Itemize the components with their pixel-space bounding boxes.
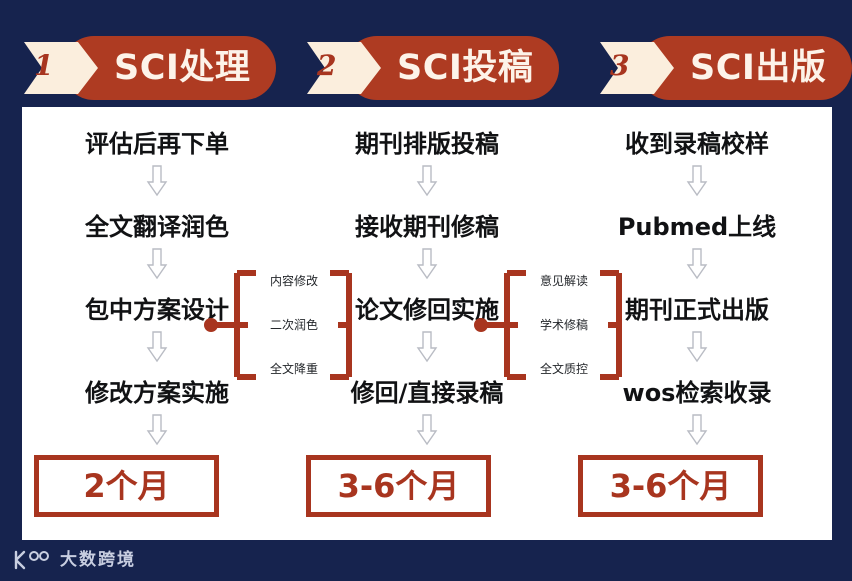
- stage-label-2: SCI投稿: [397, 47, 534, 88]
- flow-step: 修改方案实施: [85, 379, 229, 407]
- flow-arrow-down: [22, 247, 292, 281]
- flow-step: 期刊正式出版: [625, 296, 769, 324]
- duration-box-2: 3-6个月: [306, 455, 491, 517]
- branch-item: 学术修稿: [539, 318, 588, 332]
- flow-arrow-down: [292, 330, 562, 364]
- branch-connector-line: [484, 322, 512, 328]
- flow-step: 全文翻译润色: [85, 213, 229, 241]
- arrow-down-icon: [686, 331, 708, 363]
- arrow-down-icon: [146, 414, 168, 446]
- flow-arrow-down: [22, 164, 292, 198]
- branch-group-2: 意见解读 学术修稿 全文质控: [474, 270, 626, 380]
- arrow-down-icon: [416, 331, 438, 363]
- branch-connector-dot: [204, 318, 218, 332]
- flow-step: 修回/直接录稿: [350, 379, 504, 407]
- stage-pennant-2: 2: [305, 40, 383, 96]
- arrow-down-icon: [146, 165, 168, 197]
- arrow-down-icon: [686, 248, 708, 280]
- pennant-arrow-icon: [307, 42, 381, 94]
- flow-arrow-down: [22, 330, 292, 364]
- arrow-down-icon: [686, 414, 708, 446]
- flow-arrow-down: [292, 247, 562, 281]
- arrow-down-icon: [416, 165, 438, 197]
- stage-pill-2: SCI投稿: [345, 36, 560, 100]
- flow-step: 评估后再下单: [85, 130, 229, 158]
- branch-item: 全文降重: [269, 362, 318, 376]
- branch-item: 内容修改: [269, 274, 318, 288]
- arrow-down-icon: [146, 248, 168, 280]
- branch-connector-dot: [474, 318, 488, 332]
- duration-label: 3-6个月: [609, 467, 732, 505]
- branch-item: 二次润色: [269, 318, 318, 332]
- flow-step: 接收期刊修稿: [355, 213, 499, 241]
- flow-column-3: 收到录稿校样 Pubmed上线 期刊正式出版 wos检索收录: [562, 107, 832, 540]
- flow-card: 评估后再下单 全文翻译润色 包中方案设计 修改方案实施: [22, 107, 832, 540]
- stage-number-3: 3: [610, 49, 630, 82]
- bracket-icon: [504, 270, 622, 380]
- footer-branding: 大数跨境: [12, 548, 136, 572]
- stage-header-1: SCI处理 1: [22, 36, 277, 100]
- stage-number-2: 2: [317, 49, 337, 82]
- flow-arrow-down: [562, 164, 832, 198]
- stage-header-2: SCI投稿 2: [305, 36, 560, 100]
- flow-arrow-down: [292, 164, 562, 198]
- duration-label: 2个月: [83, 467, 170, 505]
- flow-column-2: 期刊排版投稿 接收期刊修稿 论文修回实施 修回/直接录稿: [292, 107, 562, 540]
- stage-header-3: SCI出版 3: [598, 36, 852, 100]
- brand-name: 大数跨境: [60, 549, 136, 570]
- arrow-down-icon: [416, 248, 438, 280]
- headers-row: SCI处理 1 SCI投稿 2 SCI出版: [0, 36, 852, 102]
- branch-bracket: [504, 270, 622, 380]
- flow-arrow-down: [562, 413, 832, 447]
- branch-group-1: 内容修改 二次润色 全文降重: [204, 270, 356, 380]
- pennant-arrow-icon: [600, 42, 674, 94]
- arrow-down-icon: [416, 414, 438, 446]
- branch-bracket: [234, 270, 352, 380]
- flow-step: wos检索收录: [622, 379, 772, 407]
- pennant-arrow-icon: [24, 42, 98, 94]
- flow-arrow-down: [22, 413, 292, 447]
- bracket-icon: [234, 270, 352, 380]
- stage-pennant-1: 1: [22, 40, 100, 96]
- arrow-down-icon: [686, 165, 708, 197]
- flow-step: 包中方案设计: [85, 296, 229, 324]
- flow-step: 论文修回实施: [355, 296, 499, 324]
- flow-arrow-down: [562, 247, 832, 281]
- flow-column-1: 评估后再下单 全文翻译润色 包中方案设计 修改方案实施: [22, 107, 292, 540]
- flow-step: Pubmed上线: [617, 213, 777, 241]
- duration-label: 3-6个月: [337, 467, 460, 505]
- branch-item: 全文质控: [539, 362, 588, 376]
- stage-label-1: SCI处理: [114, 47, 251, 88]
- stage-number-1: 1: [34, 49, 54, 82]
- flow-arrow-down: [562, 330, 832, 364]
- arrow-down-icon: [146, 331, 168, 363]
- flow-step: 收到录稿校样: [625, 130, 769, 158]
- stage-pennant-3: 3: [598, 40, 676, 96]
- duration-box-3: 3-6个月: [578, 455, 763, 517]
- stage-label-3: SCI出版: [690, 47, 827, 88]
- stage-pill-3: SCI出版: [638, 36, 852, 100]
- flow-arrow-down: [292, 413, 562, 447]
- branch-item: 意见解读: [539, 274, 588, 288]
- brand-logo-icon: [14, 550, 49, 570]
- branch-connector-line: [214, 322, 242, 328]
- flow-step: 期刊排版投稿: [355, 130, 499, 158]
- duration-box-1: 2个月: [34, 455, 219, 517]
